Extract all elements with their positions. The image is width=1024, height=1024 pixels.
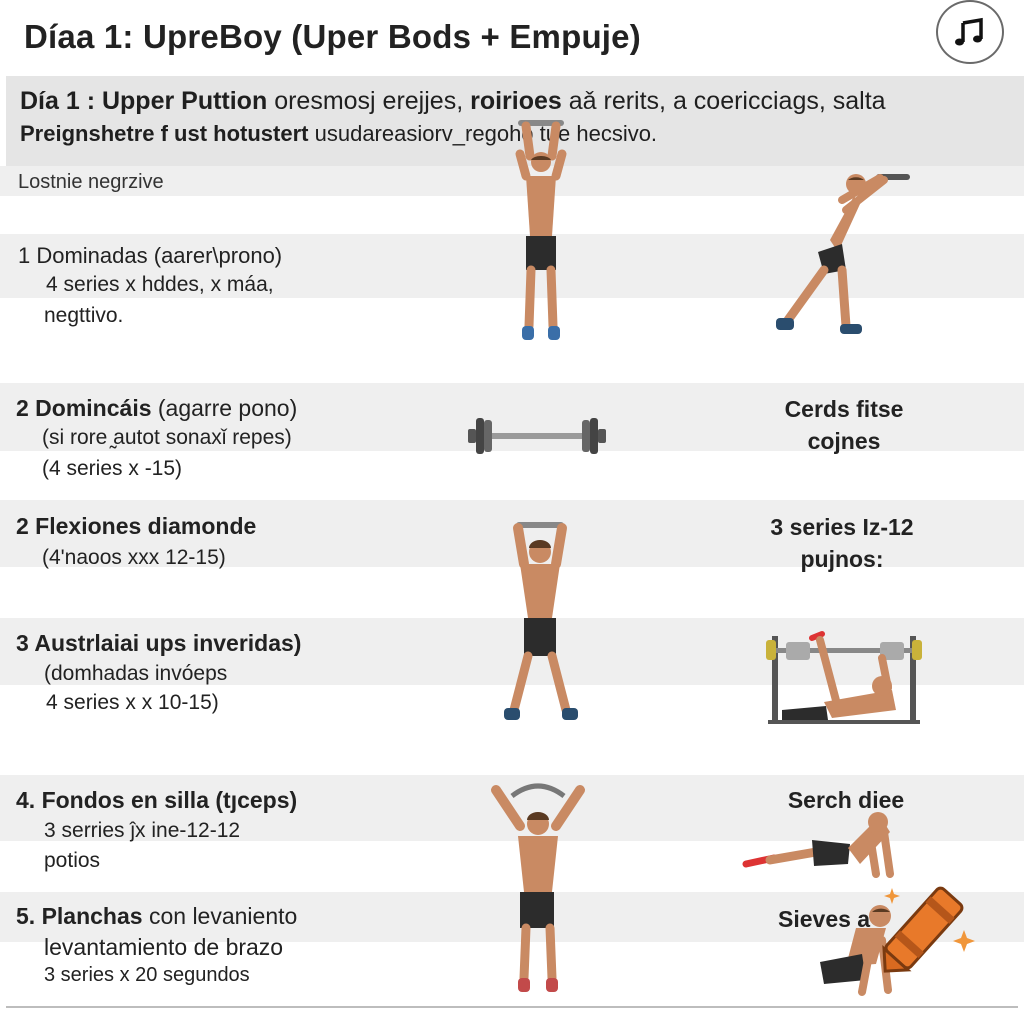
exercise-1-title: 1 Dominadas (aarer\prono): [18, 243, 283, 268]
exercise-5-title: 4. Fondos en silla (tȷceps): [16, 787, 298, 813]
exercise-2-sets: (4 series x -15): [42, 457, 183, 480]
page-title: Díaa 1: UpreBoy (Uper Bods + Empuje): [24, 18, 641, 55]
exercise-6-detail: levantamiento de brazo: [44, 934, 284, 960]
header-line-2: Preignshetre f ust hotustert usudareasio…: [20, 121, 657, 147]
header-line-1: Día 1 : Upper Puttion oresmosj erejjes, …: [20, 87, 886, 116]
header-line-2-text: usudareasiorv_regoho tue hecsivo.: [314, 121, 658, 146]
bottom-divider: [6, 1006, 1018, 1008]
figure-crouch: [816, 900, 906, 998]
header-line-1-tail: aǎ rerits, a coericciags, salta: [568, 87, 886, 115]
exercise-2-title: 2 Domincáis (agarre pono): [16, 395, 297, 422]
header-line-1-bold-2: roirioes: [470, 87, 562, 115]
exercise-2-right-label-2: cojnes: [807, 428, 881, 454]
exercise-1-sets: 4 series x hddes, x máa,: [46, 273, 274, 296]
exercise-2-detail: (si rore ̰autot sonaxǐ repes): [42, 426, 292, 449]
crayon-icon: [864, 868, 984, 988]
barbell-icon: [466, 414, 608, 458]
exercise-3-sets: (4'naoos хxх 12-15): [42, 546, 226, 569]
exercise-2-title-rest: (agarre pono): [157, 395, 298, 421]
header-line-1-bold: Día 1 : Upper Puttion: [20, 87, 268, 115]
stripe-band: [0, 892, 1024, 942]
figure-lunge: [772, 170, 912, 342]
exercise-4-sets: 4 series x x 10-15): [46, 691, 219, 714]
stripe-band: [0, 234, 1024, 298]
exercise-6-title-bold: 5. Planchas: [16, 903, 143, 929]
exercise-5-sets: 3 serries ĵx ine-12-12: [44, 819, 241, 842]
stripe-band: [0, 383, 1024, 451]
figure-stretch: [740, 808, 910, 880]
figure-dominadas: [496, 118, 586, 348]
stripe-band: [0, 500, 1024, 567]
exercise-6-right-label: Sieves a: [778, 906, 871, 932]
music-note-icon: [953, 15, 987, 49]
exercise-6-title-rest: con levaniento: [148, 903, 298, 929]
header-band: [6, 76, 1024, 166]
music-button[interactable]: [936, 0, 1004, 64]
figure-inverted-row: [762, 628, 926, 728]
exercise-1-note: negttivo.: [44, 304, 124, 327]
exercise-6-title: 5. Planchas con levaniento: [16, 903, 297, 930]
exercise-4-title: 3 Austrlaiai ups inveridas): [16, 630, 302, 656]
exercise-6-sets: 3 series x 20 segundos: [44, 964, 250, 986]
exercise-2-title-bold: 2 Domincáis: [16, 395, 152, 421]
exercise-4-detail: (domhadas invóeps: [44, 662, 228, 685]
exercise-2-right-label-1: Cerds fitse: [784, 396, 904, 422]
exercise-5-note: potios: [44, 849, 101, 872]
subtitle: Lostnie negrzive: [18, 171, 164, 193]
figure-triceps: [486, 780, 590, 996]
exercise-3-title: 2 Flexiones diamonde: [16, 513, 257, 539]
exercise-3-right-label-1: 3 series Ɩz-12: [770, 514, 914, 540]
figure-overhead: [490, 518, 590, 730]
header-line-2-bold: Preignshetre f ust hotustert: [20, 121, 309, 146]
exercise-5-right-label: Serch diee: [787, 787, 905, 813]
header-line-1-text: oresmosj erejjes,: [274, 87, 464, 115]
exercise-3-right-label-2: pujnos:: [800, 546, 884, 572]
